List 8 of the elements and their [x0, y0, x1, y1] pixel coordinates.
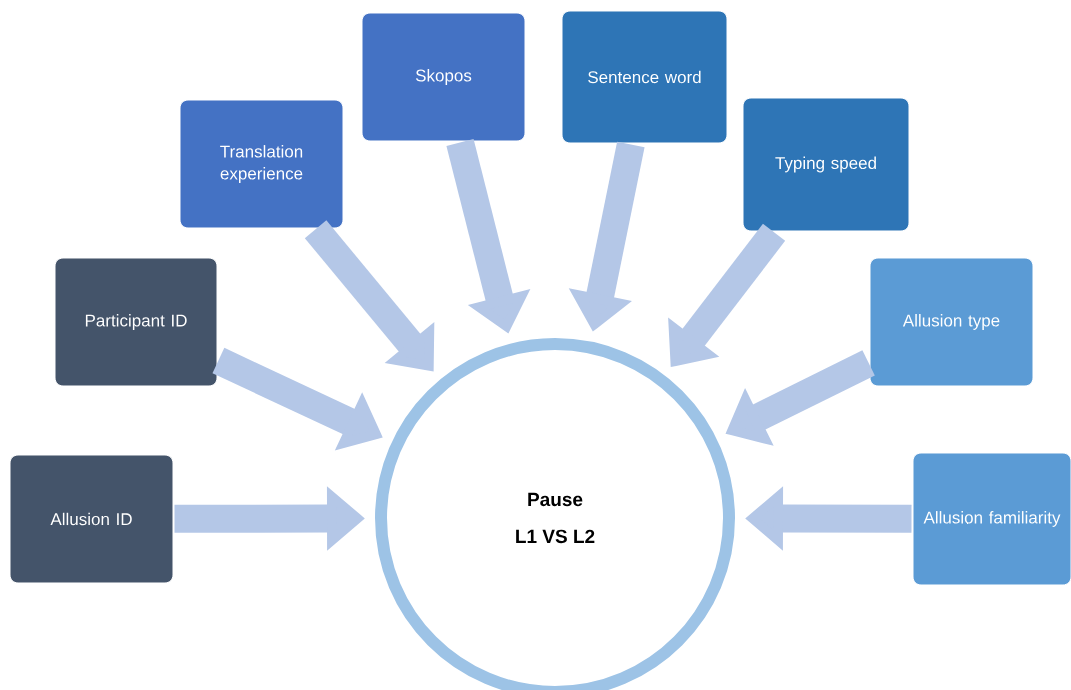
factor-box: Skopos	[361, 12, 526, 142]
factor-box: Participant ID	[54, 257, 218, 387]
factor-box: Allusion familiarity	[912, 452, 1071, 586]
factor-box: Allusion ID	[9, 454, 174, 584]
factor-box: Translation experience	[179, 99, 344, 229]
factor-box: Sentence word	[561, 10, 728, 144]
factor-box: Allusion type	[869, 257, 1034, 387]
factor-box: Typing speed	[742, 97, 910, 232]
